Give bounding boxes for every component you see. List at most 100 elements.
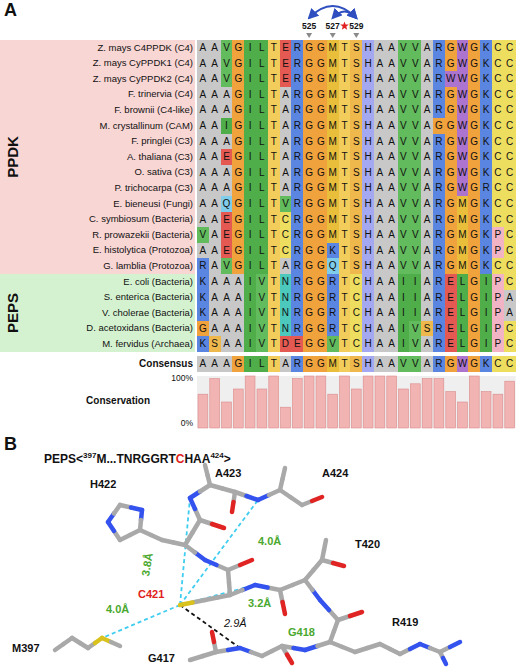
residue: T — [339, 356, 351, 372]
residue: H — [362, 56, 374, 72]
residue: L — [256, 56, 268, 72]
residue: G — [303, 87, 315, 103]
residue: V — [409, 40, 421, 56]
residue: G — [303, 321, 315, 337]
residue: G — [468, 196, 480, 212]
residue: I — [409, 305, 421, 321]
residue: R — [291, 56, 303, 72]
residue: V — [409, 196, 421, 212]
conservation-bar — [469, 376, 479, 428]
residue: V — [409, 356, 421, 372]
residue: V — [398, 227, 410, 243]
residue: I — [480, 305, 492, 321]
conservation-bar — [245, 376, 255, 428]
residue: R — [433, 196, 445, 212]
residue: A — [209, 71, 221, 87]
sequence-part: C — [176, 452, 185, 466]
distance-line — [180, 585, 255, 605]
residue: A — [421, 180, 433, 196]
residue: T — [268, 258, 280, 274]
residue: A — [386, 134, 398, 150]
residue: A — [280, 180, 292, 196]
residue: R — [291, 356, 303, 372]
residue-label: T420 — [355, 538, 380, 551]
residue: R — [433, 40, 445, 56]
residue: T — [268, 149, 280, 165]
residue: G — [468, 56, 480, 72]
residue: M — [327, 118, 339, 134]
residue: I — [398, 336, 410, 352]
bond-stick — [111, 642, 120, 646]
species-name: P. trichocarpa (C3) — [115, 182, 194, 193]
residue: V — [409, 243, 421, 259]
species-name: E. bieneusi (Fungi) — [113, 198, 193, 209]
residue: V — [409, 165, 421, 181]
residue: I — [221, 118, 233, 134]
residue: I — [244, 71, 256, 87]
conservation-bar — [458, 402, 468, 428]
residue: W — [457, 56, 469, 72]
residue: G — [232, 134, 244, 150]
residue: T — [339, 290, 351, 306]
residue: W — [457, 118, 469, 134]
residue: P — [492, 243, 504, 259]
residue: T — [339, 321, 351, 337]
conservation-bar — [210, 379, 220, 428]
residue: V — [409, 102, 421, 118]
conservation-bar — [351, 389, 361, 428]
residue: A — [374, 321, 386, 337]
residue: S — [350, 71, 362, 87]
residue: L — [256, 356, 268, 372]
residue: A — [209, 56, 221, 72]
residue: G — [303, 134, 315, 150]
residue: M — [457, 243, 469, 259]
residue: T — [268, 227, 280, 243]
residue: A — [421, 258, 433, 274]
residue: A — [221, 180, 233, 196]
residue: W — [445, 71, 457, 87]
residue: S — [350, 180, 362, 196]
residue: I — [244, 258, 256, 274]
species-name: O. sativa (C3) — [134, 166, 193, 177]
residue: A — [386, 258, 398, 274]
residue: V — [398, 118, 410, 134]
star-marker — [340, 22, 349, 30]
residue: H — [362, 165, 374, 181]
residue: G — [468, 149, 480, 165]
residue: R — [197, 258, 209, 274]
residue-label: A423 — [215, 467, 241, 480]
residue: R — [291, 212, 303, 228]
residue: A — [386, 227, 398, 243]
residue: K — [480, 212, 492, 228]
residue: H — [362, 258, 374, 274]
group-label: PPDK — [4, 136, 21, 178]
residue: A — [209, 212, 221, 228]
residue: A — [374, 305, 386, 321]
residue: R — [291, 87, 303, 103]
residue: E — [280, 40, 292, 56]
residue: A — [197, 56, 209, 72]
residue: E — [221, 149, 233, 165]
residue: S — [350, 40, 362, 56]
residue: A — [209, 290, 221, 306]
residue: L — [256, 149, 268, 165]
residue: C — [492, 87, 504, 103]
residue: A — [209, 40, 221, 56]
residue: G — [468, 87, 480, 103]
residue: A — [421, 40, 433, 56]
species-name: S. enterica (Bacteria) — [104, 291, 193, 302]
residue: G — [468, 356, 480, 372]
residue: W — [457, 356, 469, 372]
residue: G — [445, 212, 457, 228]
residue: C — [280, 212, 292, 228]
residue: C — [350, 321, 362, 337]
residue: G — [468, 40, 480, 56]
conservation-bar — [304, 376, 314, 428]
residue: C — [504, 56, 516, 72]
residue: C — [504, 71, 516, 87]
residue: A — [197, 149, 209, 165]
residue: A — [386, 356, 398, 372]
residue: T — [268, 180, 280, 196]
residue: C — [492, 40, 504, 56]
residue-number: 529 — [349, 21, 363, 31]
